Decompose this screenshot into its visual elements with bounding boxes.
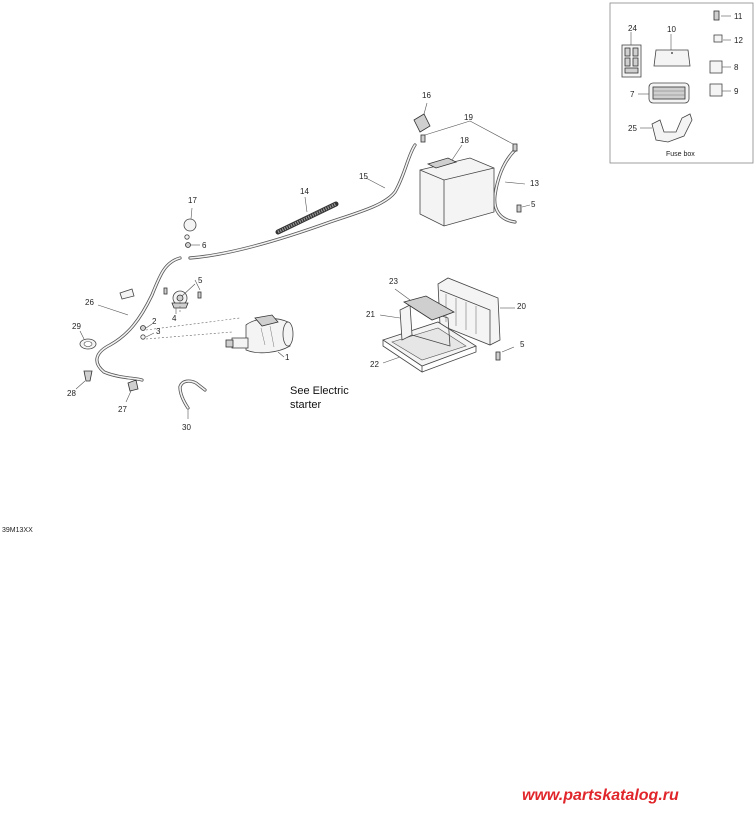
callout-30: 30	[182, 423, 191, 432]
callout-13: 13	[530, 179, 539, 188]
fuse-box-bracket	[640, 113, 693, 143]
bolt-5-upper	[516, 204, 522, 213]
callout-2: 2	[152, 317, 157, 326]
callout-14: 14	[300, 187, 309, 196]
callout-5-battery: 5	[531, 200, 536, 209]
callout-1: 1	[285, 353, 290, 362]
solenoid-cap	[183, 207, 197, 232]
callout-29: 29	[72, 322, 81, 331]
nut-2	[140, 325, 146, 331]
see-electric-starter-line1: See Electric	[290, 385, 349, 397]
callout-18: 18	[460, 136, 469, 145]
callout-5-tray: 5	[520, 340, 525, 349]
callout-3: 3	[156, 327, 161, 336]
battery	[419, 144, 495, 227]
fuse-part-12	[713, 34, 723, 43]
cable-clip	[119, 288, 135, 300]
ground-cable	[95, 256, 182, 382]
callout-27: 27	[118, 405, 127, 414]
callout-6: 6	[202, 241, 207, 250]
callout-25: 25	[628, 124, 637, 133]
fuse-part-11	[713, 10, 720, 21]
see-electric-starter-line2: starter	[290, 399, 322, 411]
protective-tube	[275, 196, 339, 235]
washer-3	[140, 334, 146, 340]
screw-5-right	[197, 291, 202, 299]
callout-28: 28	[67, 389, 76, 398]
callout-9: 9	[734, 87, 739, 96]
callout-8: 8	[734, 63, 739, 72]
callout-7: 7	[630, 90, 635, 99]
callout-26: 26	[85, 298, 94, 307]
negative-cable	[493, 148, 526, 224]
battery-pad-23	[394, 288, 455, 321]
terminal-28	[75, 370, 93, 390]
callout-10: 10	[667, 25, 676, 34]
callout-4: 4	[172, 314, 177, 323]
terminal-bolts	[420, 120, 518, 152]
callout-23: 23	[389, 277, 398, 286]
electric-starter	[225, 314, 294, 358]
callout-22: 22	[370, 360, 379, 369]
fuse-box-caption: Fuse box	[666, 151, 695, 158]
cable-30	[178, 379, 207, 419]
bolt-5-lower	[495, 351, 501, 361]
relay-part-8	[709, 60, 723, 74]
terminal-27	[125, 379, 139, 403]
fuse-box-housing	[638, 82, 690, 104]
callout-16: 16	[422, 91, 431, 100]
clamp-29	[79, 330, 97, 350]
fuse-block-part	[621, 32, 642, 78]
callout-12: 12	[734, 36, 743, 45]
callout-24: 24	[628, 24, 637, 33]
fuse-box-inset: 24 10 11 12 8 9 7 25 Fuse box	[609, 2, 754, 164]
nut-6	[185, 242, 191, 248]
relay-part-9	[709, 83, 723, 97]
callout-17: 17	[188, 196, 197, 205]
screw-5-left	[163, 287, 168, 295]
callout-5-solenoid: 5	[198, 276, 203, 285]
fuse-box-cover	[653, 34, 691, 67]
battery-cover-20	[437, 277, 515, 346]
callout-21: 21	[366, 310, 375, 319]
main-battery-cable	[188, 143, 417, 260]
figure-code: 39M13XX	[2, 527, 33, 534]
washer	[184, 234, 190, 240]
watermark: www.partskatalog.ru	[522, 787, 679, 804]
terminal-cap	[413, 102, 431, 133]
callout-11: 11	[734, 12, 743, 21]
starter-solenoid	[171, 283, 196, 314]
callout-19: 19	[464, 113, 473, 122]
callout-20: 20	[517, 302, 526, 311]
callout-15: 15	[359, 172, 368, 181]
